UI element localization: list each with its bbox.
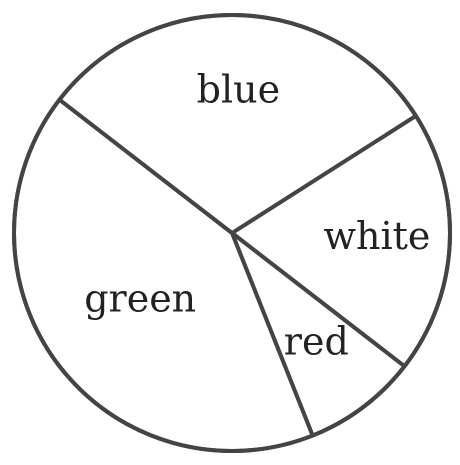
pie-label-green: green (84, 277, 196, 321)
pie-labels: white red green blue (84, 68, 430, 364)
pie-outline (12, 13, 452, 453)
pie-label-white: white (323, 214, 430, 258)
pie-slices (12, 13, 452, 453)
pie-label-blue: blue (197, 68, 280, 112)
pie-label-red: red (284, 319, 349, 363)
